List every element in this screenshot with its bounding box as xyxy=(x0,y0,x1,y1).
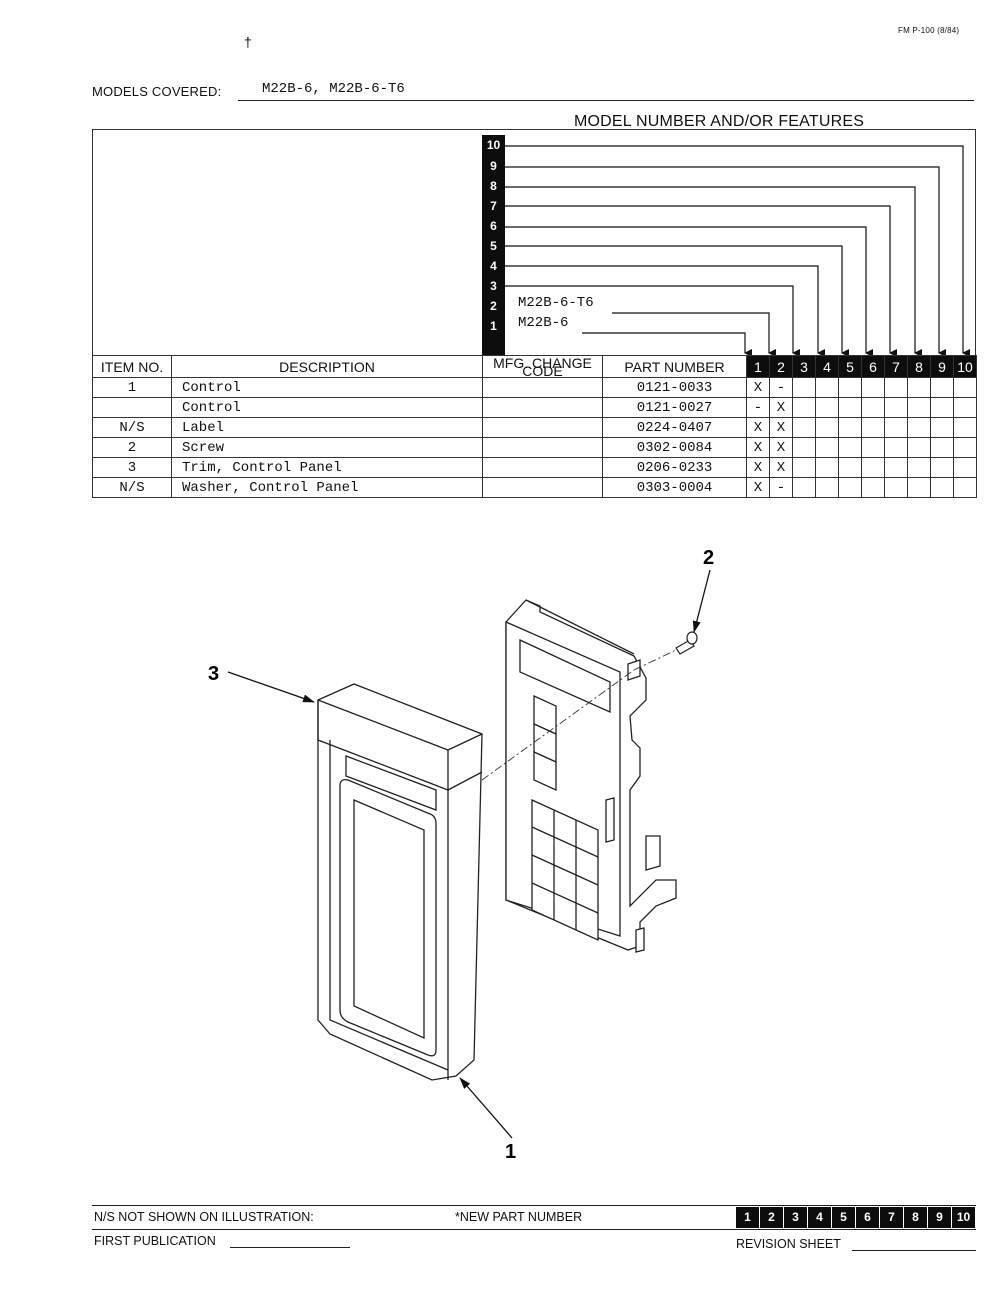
row-description: Washer, Control Panel xyxy=(171,477,483,498)
header-item-no: ITEM NO. xyxy=(92,355,172,378)
header-model-3: 3 xyxy=(792,355,816,378)
first-publication-line xyxy=(230,1247,350,1248)
screw-part xyxy=(675,631,698,655)
footer-new-part-note: *NEW PART NUMBER xyxy=(455,1210,583,1224)
strip-number-8: 8 xyxy=(490,179,497,193)
model-header-box xyxy=(92,129,976,355)
revision-sheet-line xyxy=(852,1250,976,1251)
strip-number-9: 9 xyxy=(490,159,497,173)
row-part-number: 0121-0027 xyxy=(602,397,747,418)
callout-2: 2 xyxy=(703,547,714,569)
row-item: N/S xyxy=(92,477,172,498)
revision-sheet-label: REVISION SHEET xyxy=(736,1237,841,1251)
footer-model-7: 7 xyxy=(880,1207,904,1228)
header-mfg-change-code: MFG. CHANGE CODE xyxy=(482,355,603,378)
footer-model-8: 8 xyxy=(904,1207,928,1228)
form-code: FM P-100 (8/84) xyxy=(898,26,960,35)
table-row: 2 Screw 0302-0084 X X xyxy=(92,437,977,458)
footer-model-3: 3 xyxy=(784,1207,808,1228)
footer-model-strip: 1 2 3 4 5 6 7 8 9 10 xyxy=(736,1207,976,1228)
table-row: N/S Label 0224-0407 X X xyxy=(92,417,977,438)
row-part-number: 0121-0033 xyxy=(602,377,747,398)
models-covered-label: MODELS COVERED: xyxy=(92,84,222,99)
footer-ns-note: N/S NOT SHOWN ON ILLUSTRATION: xyxy=(94,1210,314,1224)
models-covered-rule xyxy=(238,100,974,101)
table-row: N/S Washer, Control Panel 0303-0004 X - xyxy=(92,477,977,498)
row-part-number: 0303-0004 xyxy=(602,477,747,498)
strip-number-6: 6 xyxy=(490,219,497,233)
footer-model-9: 9 xyxy=(928,1207,952,1228)
footer-model-1: 1 xyxy=(736,1207,760,1228)
parts-table: ITEM NO. DESCRIPTION MFG. CHANGE CODE PA… xyxy=(92,355,977,498)
footer-model-10: 10 xyxy=(952,1207,976,1228)
footer-model-5: 5 xyxy=(832,1207,856,1228)
stray-mark: † xyxy=(244,34,252,50)
trim-panel-part xyxy=(317,683,483,1081)
callout-1: 1 xyxy=(505,1141,516,1163)
row-model-1-mark: X xyxy=(746,477,770,498)
footer-model-6: 6 xyxy=(856,1207,880,1228)
strip-number-3: 3 xyxy=(490,279,497,293)
header-model-9: 9 xyxy=(930,355,954,378)
callout-3: 3 xyxy=(208,663,219,685)
strip-number-10: 10 xyxy=(486,138,501,152)
strip-number-1: 1 xyxy=(490,319,497,333)
strip-number-4: 4 xyxy=(490,259,497,273)
footer-rule-top xyxy=(92,1205,976,1206)
header-model-2: 2 xyxy=(769,355,793,378)
control-panel-part xyxy=(505,599,677,953)
header-model-7: 7 xyxy=(884,355,908,378)
model-number-strip: 10 9 8 7 6 5 4 3 2 1 xyxy=(482,135,505,355)
footer-model-4: 4 xyxy=(808,1207,832,1228)
row-part-number: 0224-0407 xyxy=(602,417,747,438)
strip-number-7: 7 xyxy=(490,199,497,213)
first-publication-label: FIRST PUBLICATION xyxy=(94,1234,216,1248)
strip-number-2: 2 xyxy=(490,299,497,313)
strip-number-5: 5 xyxy=(490,239,497,253)
footer-model-2: 2 xyxy=(760,1207,784,1228)
header-model-10: 10 xyxy=(953,355,977,378)
header-part-number: PART NUMBER xyxy=(602,355,747,378)
header-model-5: 5 xyxy=(838,355,862,378)
footer-rule-mid xyxy=(92,1229,976,1230)
row-part-number: 0302-0084 xyxy=(602,437,747,458)
features-heading: MODEL NUMBER AND/OR FEATURES xyxy=(574,113,865,130)
models-covered-value: M22B-6, M22B-6-T6 xyxy=(262,81,405,97)
table-row: 1 Control 0121-0033 X - xyxy=(92,377,977,398)
